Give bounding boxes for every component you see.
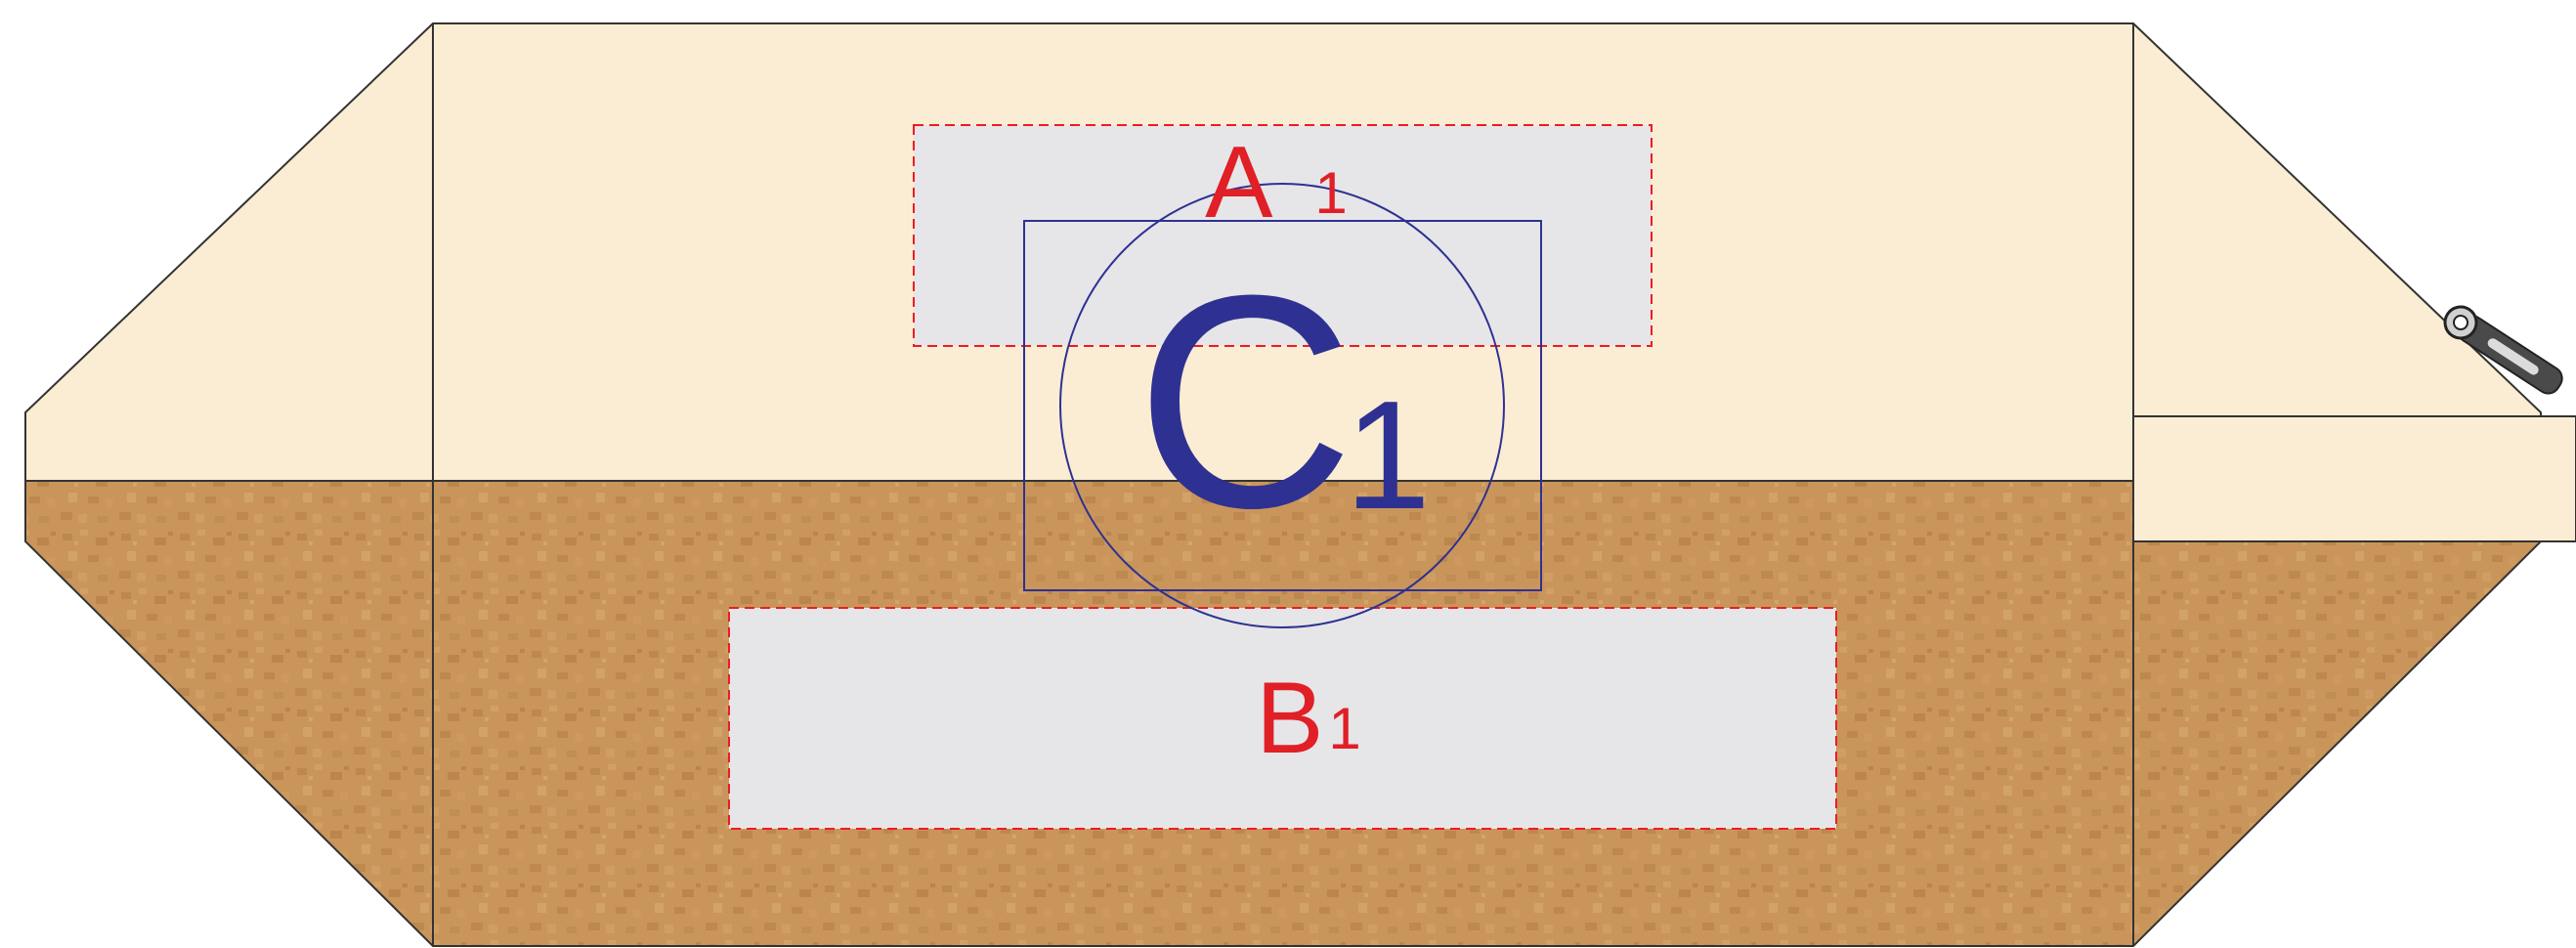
label-a1-main: A xyxy=(1205,126,1273,239)
label-c1-sub: 1 xyxy=(1345,369,1431,541)
label-b1-sub: 1 xyxy=(1328,696,1360,761)
zone-a1 xyxy=(913,124,1653,347)
zipper-pull-icon xyxy=(2443,305,2563,395)
label-b1-main: B xyxy=(1256,662,1323,775)
label-b1: B 1 xyxy=(1256,662,1361,775)
zipper-tab xyxy=(2132,415,2576,542)
zone-c1-circle xyxy=(1059,183,1505,628)
label-c1: C 1 xyxy=(1136,232,1431,571)
label-c1-main: C xyxy=(1136,232,1354,571)
label-a1: A 1 xyxy=(1205,126,1348,239)
zone-c1-square xyxy=(1023,220,1542,591)
label-a1-sub: 1 xyxy=(1314,160,1347,226)
zone-b1 xyxy=(728,607,1837,830)
